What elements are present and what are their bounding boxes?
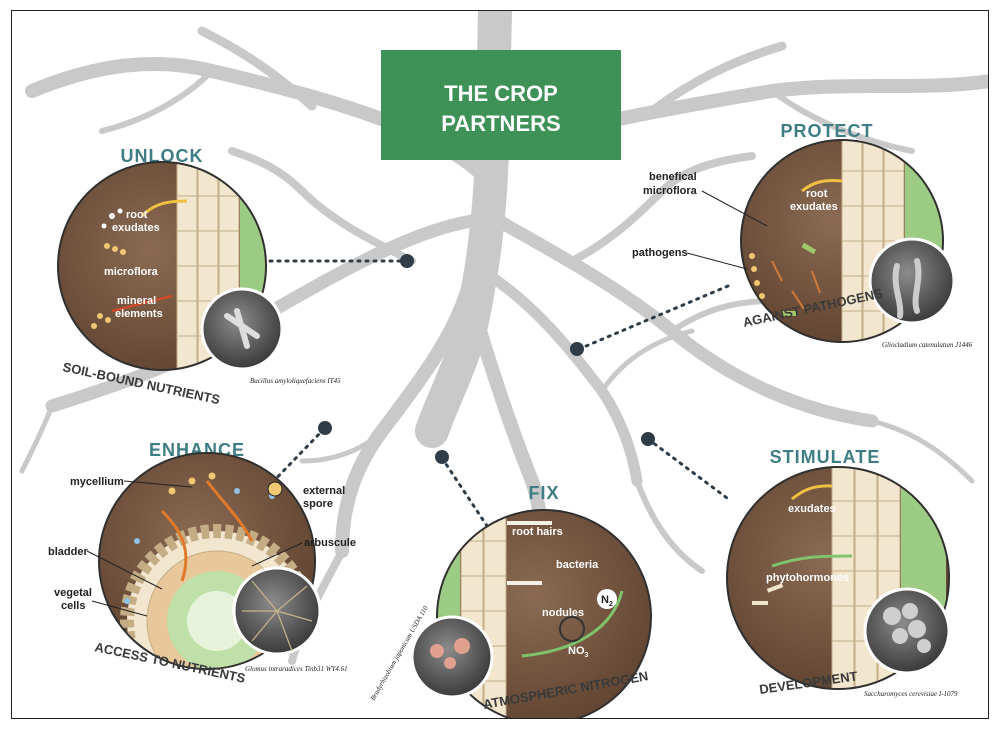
node-unlock [400,254,414,268]
title-line-2: PARTNERS [441,111,560,136]
fix-label-bacteria: bacteria [556,559,599,571]
title-box: THE CROP PARTNERS [381,50,621,160]
protect-heading: PROTECT [780,121,873,141]
stimulate-species: Saccharomyces cerevisiae I-1079 [864,690,958,698]
protect-micrograph [870,239,954,323]
fix-heading: FIX [528,483,559,503]
stimulate-label-phytohormones: phytohormones [766,572,849,584]
stimulate-micrograph [865,589,949,673]
unlock-species: Bacillus amyloliquefaciens IT45 [250,377,341,385]
unlock-label-elements: elements [115,308,163,320]
stimulate-heading: STIMULATE [770,447,881,467]
enhance-label-vegetal: vegetal [54,587,92,599]
fix-label-nodules: nodules [542,607,584,619]
enhance-species: Glomus intraradices Tinb31 WY4.61 [245,665,348,673]
fix-micrograph [412,617,492,697]
node-protect [570,342,584,356]
section-stimulate: STIMULATE exudates phytohormones DEVELOP… [722,447,958,698]
stimulate-label-exudates: exudates [788,503,836,515]
enhance-label-cells: cells [61,600,85,612]
enhance-label-external: external [303,485,345,497]
node-fix [435,450,449,464]
node-enhance [318,421,332,435]
enhance-label-bladder: bladder [48,546,88,558]
protect-label-benefical: benefical [649,171,697,183]
protect-label-exudates: exudates [790,201,838,213]
unlock-label-mineral: mineral [117,295,156,307]
node-stimulate [641,432,655,446]
unlock-label-microflora: microflora [104,266,159,278]
diagram-canvas: THE CROP PARTNERS UNLOCK [12,11,989,719]
title-line-1: THE CROP [444,81,558,106]
enhance-label-spore: spore [303,498,333,510]
section-protect: PROTECT benefical microflora root exudat… [632,121,973,349]
fix-label-roothairs: root hairs [512,526,563,538]
enhance-label-mycelium: mycellium [70,476,124,488]
section-fix: FIX root hairs bacteria nodules N2 NO3 A… [369,483,657,719]
protect-label-root: root [806,188,828,200]
section-enhance: ENHANCE mycellium external spore arbuscu… [48,440,356,711]
protect-label-microflora: microflora [643,185,698,197]
enhance-label-arbuscule: arbuscule [304,537,356,549]
unlock-label-root: root [126,209,148,221]
protect-species: Gliocladium catenulatum J1446 [882,341,973,349]
infographic-frame: THE CROP PARTNERS UNLOCK [11,10,989,719]
unlock-label-exudates: exudates [112,222,160,234]
protect-label-pathogens: pathogens [632,247,688,259]
